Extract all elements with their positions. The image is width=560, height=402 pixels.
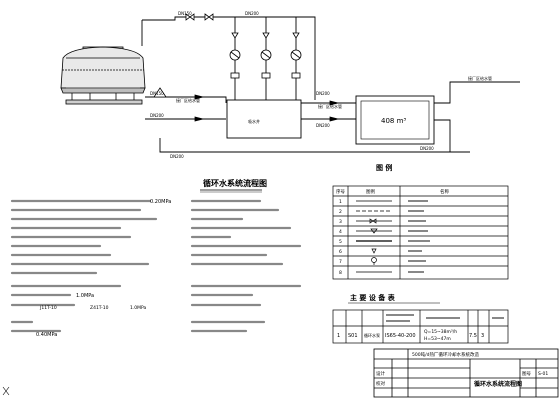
- check-label: 校对: [376, 380, 385, 387]
- legend-title: 图 例: [376, 163, 392, 172]
- project-name: 500吨/d热厂循环冷却水系统改造: [412, 351, 479, 358]
- design-label: 设计: [376, 370, 385, 377]
- title-block-text: 500吨/d热厂循环冷却水系统改造 设计 校对 循环水系统流程图 图号 S-01: [376, 351, 548, 388]
- pipe-label: DN200: [420, 146, 434, 151]
- flow-note: 接厂区给水管: [318, 103, 342, 109]
- pipe-label: DN150: [178, 11, 192, 16]
- pipe-label: DN200: [150, 113, 164, 118]
- equipment-qty: 3: [481, 333, 484, 339]
- legend-header: 序号: [336, 188, 345, 195]
- equipment-power: 7.5: [469, 333, 477, 339]
- piping: [141, 16, 520, 153]
- cooling-tower: [60, 46, 146, 105]
- note-valve: J11T-10: [39, 305, 57, 311]
- pump-group: [153, 13, 339, 122]
- pipe-labels: DN150 DN200 DN150 DN200 DN200 DN200 DN20…: [150, 11, 434, 159]
- flow-note: 接厂区给水管: [468, 75, 492, 81]
- equipment-row: 1 S01 循环水泵 IS65-40-200 Q=15~38m³/h H=53~…: [337, 329, 484, 342]
- equipment-name: 循环水泵: [364, 332, 380, 338]
- pipe-label: DN200: [170, 154, 184, 159]
- flow-note: 接厂区给水管: [176, 97, 200, 103]
- pipe-label: DN200: [316, 123, 330, 128]
- legend-header: 图例: [366, 188, 375, 195]
- diagram-title: 循环水系统流程图: [202, 178, 267, 188]
- note-valve: 1.0MPa: [130, 305, 147, 311]
- legend-table: [332, 185, 509, 280]
- equipment-model: IS65-40-200: [385, 333, 416, 339]
- flow-notes: 接厂区给水管 接厂区给水管 接厂区给水管: [176, 75, 492, 109]
- equipment-code: S01: [348, 333, 358, 339]
- equipment-table: [332, 309, 509, 344]
- legend-headers: 序号 图例 名称: [336, 188, 449, 195]
- pump-well-label: 吸水井: [248, 118, 260, 124]
- note-pressure: 0.40MPa: [36, 332, 57, 338]
- pipe-label: DN150: [150, 91, 164, 96]
- pipe-label: DN200: [245, 11, 259, 16]
- legend-row-number: 1: [339, 199, 342, 205]
- equipment-flow: Q=15~38m³/h: [424, 329, 457, 335]
- drawing-no: S-01: [538, 371, 548, 377]
- equipment-index: 1: [337, 333, 340, 339]
- legend-row-number: 5: [339, 239, 342, 245]
- equipment-table-title: 主 要 设 备 表: [350, 293, 396, 302]
- ucs-icon: [2, 386, 10, 396]
- drawing-no-label: 图号: [522, 371, 531, 377]
- note-pressure: 1.0MPa: [76, 293, 94, 299]
- note-valve: Z41T-10: [90, 305, 109, 311]
- legend-header: 名称: [440, 188, 449, 195]
- legend-row-numbers: 1 2 3 4 5 6 7 8: [339, 199, 342, 276]
- drawing-name: 循环水系统流程图: [474, 380, 522, 388]
- pipe-label: DN200: [316, 91, 330, 96]
- note-pressure: 0.20MPa: [150, 199, 171, 205]
- tank-label: 408 m³: [381, 117, 406, 125]
- legend-row-number: 2: [339, 209, 342, 215]
- title-block: [373, 348, 559, 398]
- legend-row-number: 4: [339, 229, 342, 235]
- legend-row-number: 7: [339, 259, 342, 265]
- legend-row-number: 6: [339, 249, 342, 255]
- design-notes: 0.20MPa 1.0MPa 0.40MPa J11T-10 Z41T-10 1…: [10, 199, 302, 338]
- legend-row-number: 8: [339, 270, 342, 276]
- equipment-head: H=53~47m: [424, 336, 451, 342]
- legend-row-number: 3: [339, 219, 342, 225]
